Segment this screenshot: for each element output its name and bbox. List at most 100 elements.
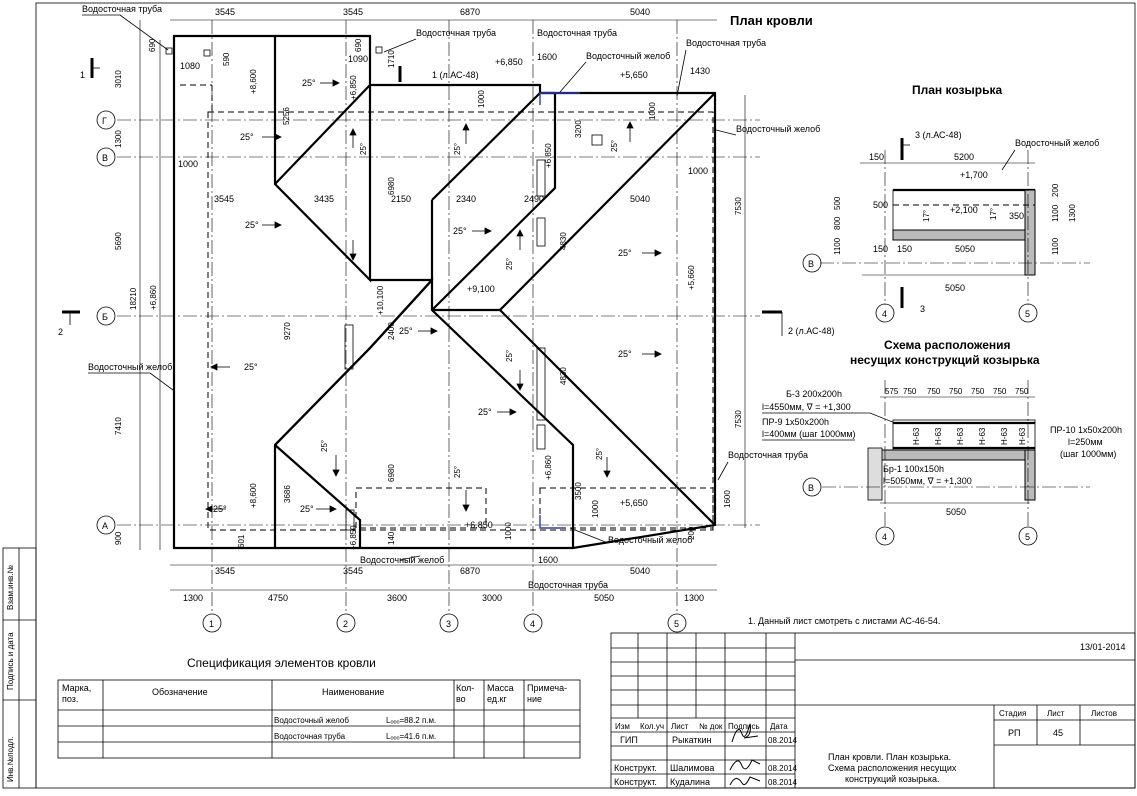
svg-text:Н-63: Н-63 [934, 427, 943, 445]
callout-gutter-3: Водосточный желоб [88, 362, 172, 372]
svg-text:4: 4 [882, 532, 887, 542]
roof-dim-top-3: 6870 [460, 7, 480, 17]
svg-text:5050: 5050 [946, 507, 966, 517]
svg-text:1600: 1600 [537, 52, 557, 62]
svg-text:25°: 25° [505, 258, 514, 270]
svg-text:Г: Г [102, 116, 107, 126]
svg-text:750: 750 [993, 387, 1007, 396]
svg-text:500: 500 [833, 196, 842, 210]
svg-text:08.2014: 08.2014 [768, 736, 797, 745]
svg-text:1100: 1100 [1051, 204, 1060, 222]
svg-text:ПР-10 1х50х200h: ПР-10 1х50х200h [1050, 425, 1122, 435]
roof-dim-bot2-3: 3600 [387, 593, 407, 603]
svg-text:В: В [102, 153, 108, 163]
svg-text:Кудалина: Кудалина [670, 777, 710, 787]
title-block: Изм Кол.уч Лист № док Подпись Дата ГИП Р… [610, 632, 1136, 789]
svg-text:25°: 25° [302, 78, 316, 88]
svg-text:25°: 25° [359, 143, 368, 155]
svg-text:Стадия: Стадия [999, 709, 1026, 718]
svg-text:17°: 17° [989, 208, 998, 220]
svg-text:6980: 6980 [387, 464, 396, 482]
svg-text:3435: 3435 [314, 194, 334, 204]
svg-text:Н-63: Н-63 [956, 427, 965, 445]
svg-text:5050: 5050 [955, 244, 975, 254]
callout-gutter-4: Водосточный желоб [608, 535, 692, 545]
svg-text:Н-63: Н-63 [978, 427, 987, 445]
roof-dim-bot2-5: 5050 [594, 593, 614, 603]
svg-text:25°: 25° [300, 504, 314, 514]
svg-text:+2,100: +2,100 [950, 205, 978, 215]
roof-dim-bot1-3: 6870 [460, 566, 480, 576]
callout-gutter-5: Водосточный желоб [360, 555, 444, 565]
svg-text:Масса: Масса [487, 683, 514, 693]
svg-text:601: 601 [237, 534, 246, 548]
roof-dim-bot1-2: 3545 [343, 566, 363, 576]
svg-text:В: В [808, 259, 814, 269]
roof-dim-bot1-4: 5040 [630, 566, 650, 576]
canopy-scheme-title-1: Схема расположения [884, 338, 1011, 352]
svg-text:1000: 1000 [591, 500, 600, 518]
svg-text:1000: 1000 [648, 102, 657, 120]
svg-text:25°: 25° [320, 440, 329, 452]
svg-text:Шалимова: Шалимова [670, 763, 714, 773]
svg-text:+5,650: +5,650 [620, 70, 648, 80]
callout-downpipe-5: Водосточная труба [728, 450, 808, 460]
svg-text:25°: 25° [595, 448, 604, 460]
svg-text:Дата: Дата [770, 722, 788, 731]
roof-plan-title: План кровли [730, 13, 813, 28]
side-stamp-inv: Инв.№подл. [6, 737, 15, 782]
svg-text:3 (л.АС-48): 3 (л.АС-48) [915, 130, 962, 140]
svg-text:1: 1 [80, 70, 85, 80]
svg-text:Конструкт.: Конструкт. [614, 777, 657, 787]
svg-text:3545: 3545 [214, 194, 234, 204]
section-marks: 1 2 1 (л.АС-48) 2 (л.АС-48) [58, 58, 835, 337]
roof-dim-bot2-4: 3000 [482, 593, 502, 603]
canopy-scheme-title-2: несущих конструкций козырька [850, 353, 1040, 367]
roof-dim-top-4: 5040 [630, 7, 650, 17]
canopy-plan: План козырька 3 (л.АС-48) Водосточный же… [802, 83, 1099, 323]
slope-arrows [205, 79, 662, 513]
spec-row-2-len: Lₒₒₒ=41.6 п.м. [386, 732, 436, 741]
svg-text:1080: 1080 [180, 61, 200, 71]
svg-text:+6,860: +6,860 [544, 455, 553, 480]
svg-text:Лист: Лист [671, 722, 689, 731]
svg-text:2490: 2490 [524, 194, 544, 204]
svg-text:Б-3 200х200h: Б-3 200х200h [786, 389, 842, 399]
svg-text:Изм: Изм [615, 722, 630, 731]
roof-ladders [344, 134, 603, 531]
roof-dim-left-5: 7410 [114, 417, 123, 435]
svg-text:690: 690 [148, 38, 157, 52]
svg-text:Наименование: Наименование [322, 687, 384, 697]
svg-text:5200: 5200 [954, 152, 974, 162]
svg-text:Примеча-: Примеча- [527, 683, 567, 693]
stamp-sheet: 45 [1053, 728, 1063, 738]
roof-plan: План кровли [58, 4, 835, 633]
roof-dim-bot1-1: 3545 [215, 566, 235, 576]
svg-text:+1,700: +1,700 [960, 170, 988, 180]
svg-text:1100: 1100 [833, 237, 842, 255]
roof-axis-bubbles: 1 2 3 4 5 Г В Б А [96, 110, 687, 633]
canopy-scheme: Схема расположения несущих конструкций к… [762, 338, 1122, 546]
svg-text:ние: ние [527, 694, 542, 704]
svg-text:4830: 4830 [559, 367, 568, 385]
svg-text:590: 590 [222, 52, 231, 66]
spec-row-2-name: Водосточная труба [274, 732, 346, 741]
svg-text:Кол-: Кол- [456, 683, 474, 693]
svg-text:5: 5 [674, 619, 679, 629]
side-stamp-sign: Подпись и дата [6, 632, 15, 690]
svg-text:150: 150 [897, 244, 912, 254]
svg-text:l=4550мм, ∇ = +1,300: l=4550мм, ∇ = +1,300 [762, 402, 851, 412]
svg-text:3200: 3200 [574, 120, 583, 138]
svg-text:Конструкт.: Конструкт. [614, 763, 657, 773]
svg-text:5050: 5050 [945, 283, 965, 293]
roof-dim-right-3: 1600 [723, 490, 732, 508]
roof-dim-bot2-1: 1300 [183, 593, 203, 603]
svg-text:08.2014: 08.2014 [768, 764, 797, 773]
svg-text:690: 690 [354, 38, 363, 52]
stamp-stage: РП [1008, 728, 1020, 738]
svg-text:1430: 1430 [690, 66, 710, 76]
svg-text:Марка,: Марка, [62, 683, 91, 693]
svg-text:В: В [808, 483, 814, 493]
svg-text:25°: 25° [399, 326, 413, 336]
roof-inner-dims: 690 1080 590 690 1090 1710 1600 1430 100… [148, 38, 710, 565]
